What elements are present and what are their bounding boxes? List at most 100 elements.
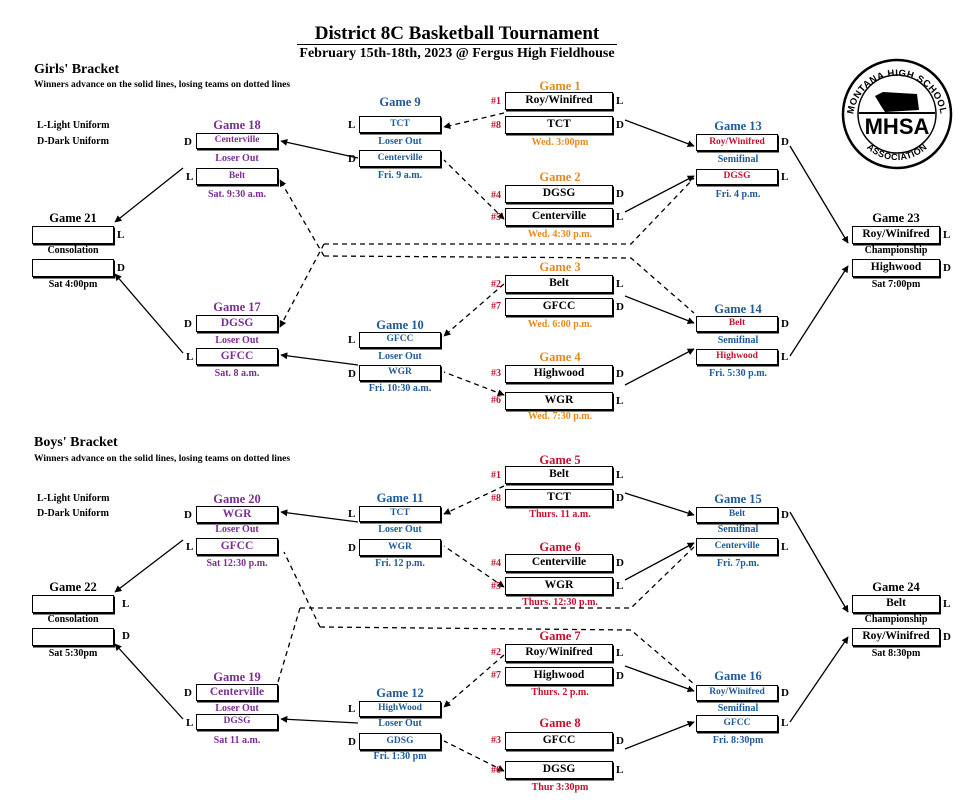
winner-line	[789, 145, 849, 244]
loser-line	[443, 545, 505, 588]
light-marker: L	[616, 211, 624, 223]
winner-line	[114, 167, 184, 223]
girls-legend-light: L-Light Uniform	[37, 120, 110, 131]
team-slot: DGSG	[196, 315, 278, 332]
semifinal-label: Semifinal	[717, 703, 759, 714]
semifinal-label: Semifinal	[717, 335, 759, 346]
boys-legend-light: L-Light Uniform	[37, 493, 110, 504]
dark-marker: D	[943, 262, 951, 274]
loser-line	[283, 551, 321, 628]
page-subtitle: February 15th-18th, 2023 @ Fergus High F…	[299, 46, 615, 61]
dark-marker: D	[616, 492, 624, 504]
team-slot: GFCC	[696, 715, 778, 732]
game-24-label: Game 24	[872, 580, 920, 594]
loser-line	[443, 371, 505, 397]
loser-out-label: Loser Out	[215, 335, 259, 346]
dark-marker: D	[348, 153, 356, 165]
dark-marker: D	[616, 557, 624, 569]
semifinal-label: Semifinal	[717, 524, 759, 535]
team-slot: Centerville	[696, 538, 778, 555]
seed: #7	[491, 670, 501, 681]
seed: #3	[491, 368, 501, 379]
game-time: Fri. 7p.m.	[716, 558, 760, 569]
seed: #6	[491, 765, 501, 776]
team-slot: Roy/Winifred	[852, 628, 940, 646]
light-marker: L	[616, 764, 624, 776]
game-time: Sat 5:30pm	[48, 648, 98, 659]
winner-line	[280, 715, 359, 724]
game-18-label: Game 18	[213, 118, 261, 132]
winner-line	[624, 665, 695, 693]
game-2-label: Game 2	[539, 170, 581, 184]
game-13-label: Game 13	[714, 119, 762, 133]
loser-line	[443, 485, 505, 515]
team-slot: Roy/Winifred	[505, 644, 613, 662]
loser-line	[319, 626, 695, 685]
dark-marker: D	[348, 542, 356, 554]
winner-line	[624, 492, 695, 517]
boys-heading: Boys' Bracket	[34, 435, 118, 450]
winner-line	[624, 348, 695, 386]
game-time: Sat 7:00pm	[871, 279, 921, 290]
team-slot: TCT	[359, 506, 441, 522]
team-slot	[32, 628, 114, 646]
light-marker: L	[616, 580, 624, 592]
mhsa-logo: MONTANA HIGH SCHOOL ASSOCIATION MHSA	[841, 58, 953, 170]
winner-line	[280, 138, 359, 159]
loser-out-label: Loser Out	[378, 136, 422, 147]
team-slot: DGSG	[505, 185, 613, 203]
boys-legend-dark: D-Dark Uniform	[37, 508, 109, 519]
dark-marker: D	[348, 736, 356, 748]
dark-marker: D	[616, 301, 624, 313]
winner-line	[789, 265, 849, 357]
team-slot: GFCC	[196, 348, 278, 365]
team-slot: Belt	[696, 316, 778, 332]
loser-out-label: Loser Out	[215, 703, 259, 714]
consolation-label: Consolation	[47, 614, 99, 625]
game-6-label: Game 6	[539, 540, 581, 554]
light-marker: L	[348, 508, 356, 520]
light-marker: L	[616, 647, 624, 659]
dark-marker: D	[117, 262, 125, 274]
game-20-label: Game 20	[213, 492, 261, 506]
loser-out-label: Loser Out	[378, 718, 422, 729]
team-slot: DGSG	[505, 761, 613, 779]
game-time: Fri. 9 a.m.	[377, 170, 423, 181]
game-1-label: Game 1	[539, 79, 581, 93]
game-time: Thurs. 12:30 p.m.	[522, 597, 598, 608]
dark-marker: D	[781, 318, 789, 330]
team-slot: TCT	[359, 116, 441, 133]
page-title: District 8C Basketball Tournament	[314, 23, 600, 44]
light-marker: L	[348, 703, 356, 715]
game-23-label: Game 23	[872, 211, 920, 225]
team-slot: Highwood	[696, 349, 778, 365]
team-slot: WGR	[359, 539, 441, 556]
loser-out-label: Loser Out	[215, 153, 259, 164]
light-marker: L	[186, 171, 194, 183]
team-slot: Roy/Winifred	[696, 134, 778, 151]
loser-line	[443, 112, 505, 129]
winner-line	[624, 119, 695, 148]
dark-marker: D	[781, 687, 789, 699]
game-time: Thur 3:30pm	[531, 782, 589, 793]
game-19-label: Game 19	[213, 670, 261, 684]
team-slot	[32, 226, 114, 244]
game-12-label: Game 12	[376, 686, 424, 700]
team-slot: Belt	[505, 275, 613, 293]
team-slot: GFCC	[196, 538, 278, 555]
dark-marker: D	[616, 368, 624, 380]
winner-line	[114, 643, 184, 720]
winner-line	[789, 511, 849, 613]
team-slot: Centerville	[505, 208, 613, 226]
dark-marker: D	[184, 687, 192, 699]
light-marker: L	[616, 395, 624, 407]
team-slot: GFCC	[359, 332, 441, 348]
loser-line	[443, 654, 505, 708]
team-slot: Belt	[196, 168, 278, 185]
game-time: Fri. 8:30pm	[712, 735, 764, 746]
light-marker: L	[781, 351, 789, 363]
team-slot: Highwood	[852, 259, 940, 277]
dark-marker: D	[184, 318, 192, 330]
team-slot: TCT	[505, 489, 613, 507]
